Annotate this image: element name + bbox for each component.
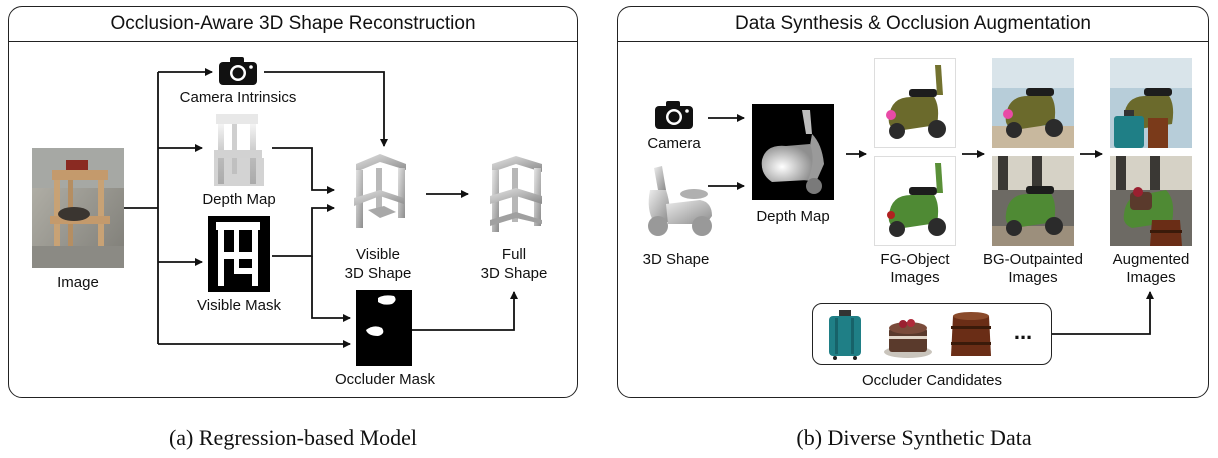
scooter-depth-map [752, 104, 834, 200]
bg-outpainted-image-1 [992, 58, 1074, 148]
visible-3d-shape [340, 150, 416, 236]
visible-mask-image [208, 216, 270, 292]
panel-a-title: Occlusion-Aware 3D Shape Reconstruction [9, 7, 577, 42]
caption-b: (b) Diverse Synthetic Data [796, 425, 1032, 450]
occluder-candidates-label: Occluder Candidates [861, 372, 1003, 389]
image-label: Image [57, 274, 99, 291]
aug-label-line1: Augmented [1112, 251, 1190, 268]
scooter-3d-shape [636, 160, 720, 240]
caption-a: (a) Regression-based Model [168, 425, 418, 450]
aug-label-line2: Images [1126, 269, 1176, 286]
full-shape-label-line1: Full [501, 246, 527, 263]
barrel-occluder [947, 310, 995, 360]
occluder-mask-label: Occluder Mask [334, 371, 436, 388]
fg-object-image-2 [874, 156, 956, 246]
augmented-image-2 [1110, 156, 1192, 246]
fg-label-line1: FG-Object [880, 251, 950, 268]
full-shape-label-line2: 3D Shape [480, 265, 548, 282]
occluder-candidates-box: ... [812, 303, 1052, 365]
augmented-image-1 [1110, 58, 1192, 148]
occluder-mask-image [356, 290, 412, 366]
depth-map-label: Depth Map [202, 191, 276, 208]
camera-intrinsics-label: Camera Intrinsics [179, 89, 297, 106]
visible-shape-label-line2: 3D Shape [344, 265, 412, 282]
visible-shape-label-line1: Visible [356, 246, 400, 263]
bg-outpainted-image-2 [992, 156, 1074, 246]
input-image [32, 148, 124, 268]
bg-label-line1: BG-Outpainted [982, 251, 1084, 268]
visible-mask-label: Visible Mask [197, 297, 281, 314]
shape-label: 3D Shape [642, 251, 710, 268]
ellipsis-text: ... [1013, 319, 1033, 344]
panel-b-title: Data Synthesis & Occlusion Augmentation [618, 7, 1208, 42]
fg-object-image-1 [874, 58, 956, 148]
depth-map-b-label: Depth Map [756, 208, 830, 225]
suitcase-occluder [825, 310, 865, 360]
bg-label-line2: Images [1008, 269, 1058, 286]
camera-label: Camera [647, 135, 701, 152]
camera-icon [654, 100, 694, 130]
cake-occluder [881, 310, 935, 360]
full-3d-shape [478, 152, 552, 236]
fg-label-line2: Images [890, 269, 940, 286]
camera-icon [218, 56, 258, 86]
depth-map-image [208, 110, 270, 186]
